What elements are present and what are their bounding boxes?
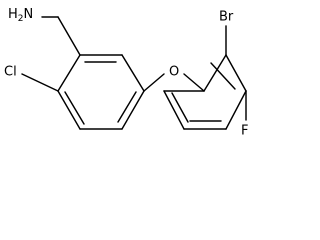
- double-bond-left-ring-lower-right: [117, 91, 137, 123]
- chemical-structure-diagram: H2N Cl O Br F: [4, 7, 248, 139]
- fluorine-label: F: [241, 124, 248, 139]
- bond-right-ring-5: [163, 90, 185, 130]
- amine-label: H2N: [8, 7, 33, 24]
- bond-layer: [21, 16, 247, 130]
- structure-canvas: H2N Cl O Br F: [4, 6, 249, 139]
- amine-subscript-label: 2: [18, 14, 24, 24]
- bond-left-ring-4: [121, 90, 145, 130]
- bond-left-ring-5: [121, 54, 145, 92]
- bond-right-ring-2: [225, 54, 247, 92]
- bond-chlorine-to-ring: [21, 73, 59, 92]
- amine-h-label: H: [8, 7, 18, 22]
- bond-ch2-to-ring: [57, 16, 81, 56]
- bond-right-ring-3: [225, 90, 247, 130]
- bond-left-ring-2: [57, 90, 81, 130]
- double-bond-right-ring-upper: [210, 62, 236, 90]
- bond-left-ring-1: [57, 54, 81, 92]
- oxygen-label: O: [169, 65, 179, 80]
- chlorine-label: Cl: [4, 65, 17, 80]
- bond-left-ring-to-oxygen: [143, 73, 165, 92]
- double-bond-left-ring-lower-left: [64, 91, 85, 125]
- double-bond-right-ring-left: [171, 92, 189, 123]
- bond-oxygen-to-right-ring: [183, 73, 205, 92]
- bromine-label: Br: [219, 10, 234, 25]
- bond-right-ring-1: [203, 54, 227, 92]
- atom-label-layer: H2N Cl O Br F: [4, 7, 248, 139]
- amine-n-label: N: [24, 7, 34, 22]
